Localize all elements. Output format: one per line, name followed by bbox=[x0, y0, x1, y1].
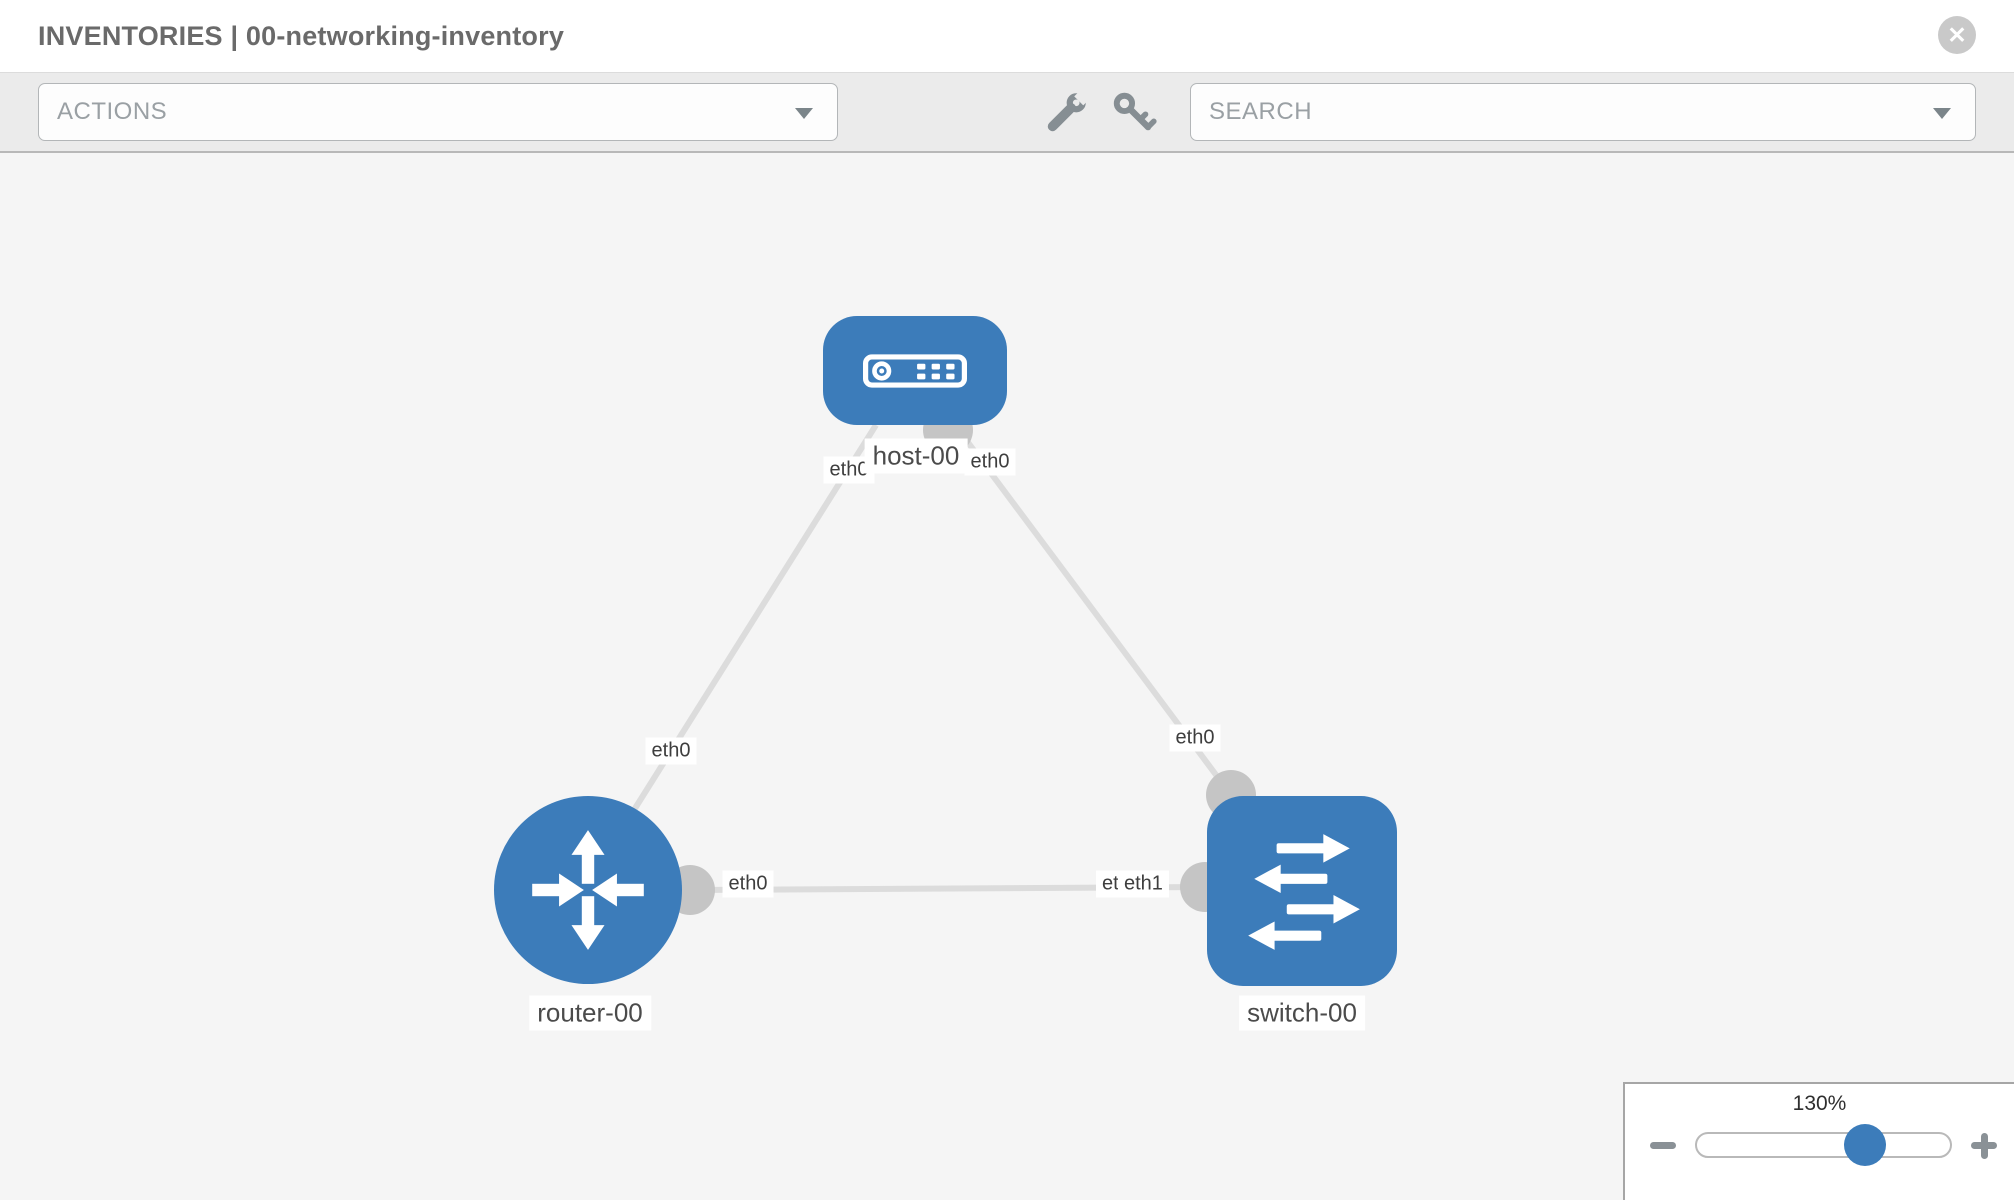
interface-label: eth0 bbox=[722, 870, 774, 898]
interface-label: eth0 bbox=[964, 448, 1016, 476]
credentials-button[interactable] bbox=[1111, 90, 1157, 136]
switch-icon bbox=[1248, 834, 1360, 950]
configure-button[interactable] bbox=[1043, 87, 1093, 136]
zoom-in-button[interactable] bbox=[1963, 1124, 2005, 1166]
page-title: INVENTORIES | 00-networking-inventory bbox=[38, 21, 565, 51]
zoom-control-panel: 130% bbox=[1623, 1082, 2014, 1200]
zoom-out-button[interactable] bbox=[1642, 1124, 1684, 1166]
host-icon bbox=[863, 353, 967, 388]
interface-label: eth0 bbox=[1169, 724, 1221, 752]
interface-label: eth0 bbox=[645, 737, 697, 765]
toolbar: ACTIONS SEARCH bbox=[0, 72, 2014, 153]
node-router-00[interactable] bbox=[494, 796, 682, 984]
links-layer bbox=[631, 405, 1256, 915]
header: INVENTORIES | 00-networking-inventory ✕ bbox=[0, 0, 2014, 72]
key-icon bbox=[1113, 92, 1157, 131]
search-dropdown[interactable]: SEARCH bbox=[1190, 83, 1976, 141]
node-host-00[interactable] bbox=[823, 316, 1007, 425]
actions-dropdown-label: ACTIONS bbox=[57, 98, 168, 125]
close-icon[interactable]: ✕ bbox=[1938, 16, 1976, 54]
interface-label: eth1 bbox=[1118, 870, 1169, 898]
topology-canvas[interactable]: eth0 eth0 eth0 eth0 eth0 eth0 eth1 host-… bbox=[0, 153, 2014, 1200]
router-icon bbox=[532, 830, 644, 950]
node-name-label: switch-00 bbox=[1239, 995, 1365, 1031]
node-name-label: router-00 bbox=[529, 995, 651, 1031]
zoom-slider-knob[interactable] bbox=[1844, 1124, 1886, 1166]
search-input[interactable]: SEARCH bbox=[1209, 98, 1313, 125]
zoom-level-value: 130% bbox=[1792, 1092, 1847, 1115]
node-switch-00[interactable] bbox=[1207, 796, 1397, 986]
actions-dropdown[interactable]: ACTIONS bbox=[38, 83, 838, 141]
chevron-down-icon bbox=[795, 108, 813, 119]
wrench-icon bbox=[1047, 87, 1093, 132]
node-name-label: host-00 bbox=[864, 438, 968, 474]
chevron-down-icon bbox=[1933, 108, 1951, 119]
zoom-slider-track[interactable] bbox=[1695, 1124, 1952, 1166]
